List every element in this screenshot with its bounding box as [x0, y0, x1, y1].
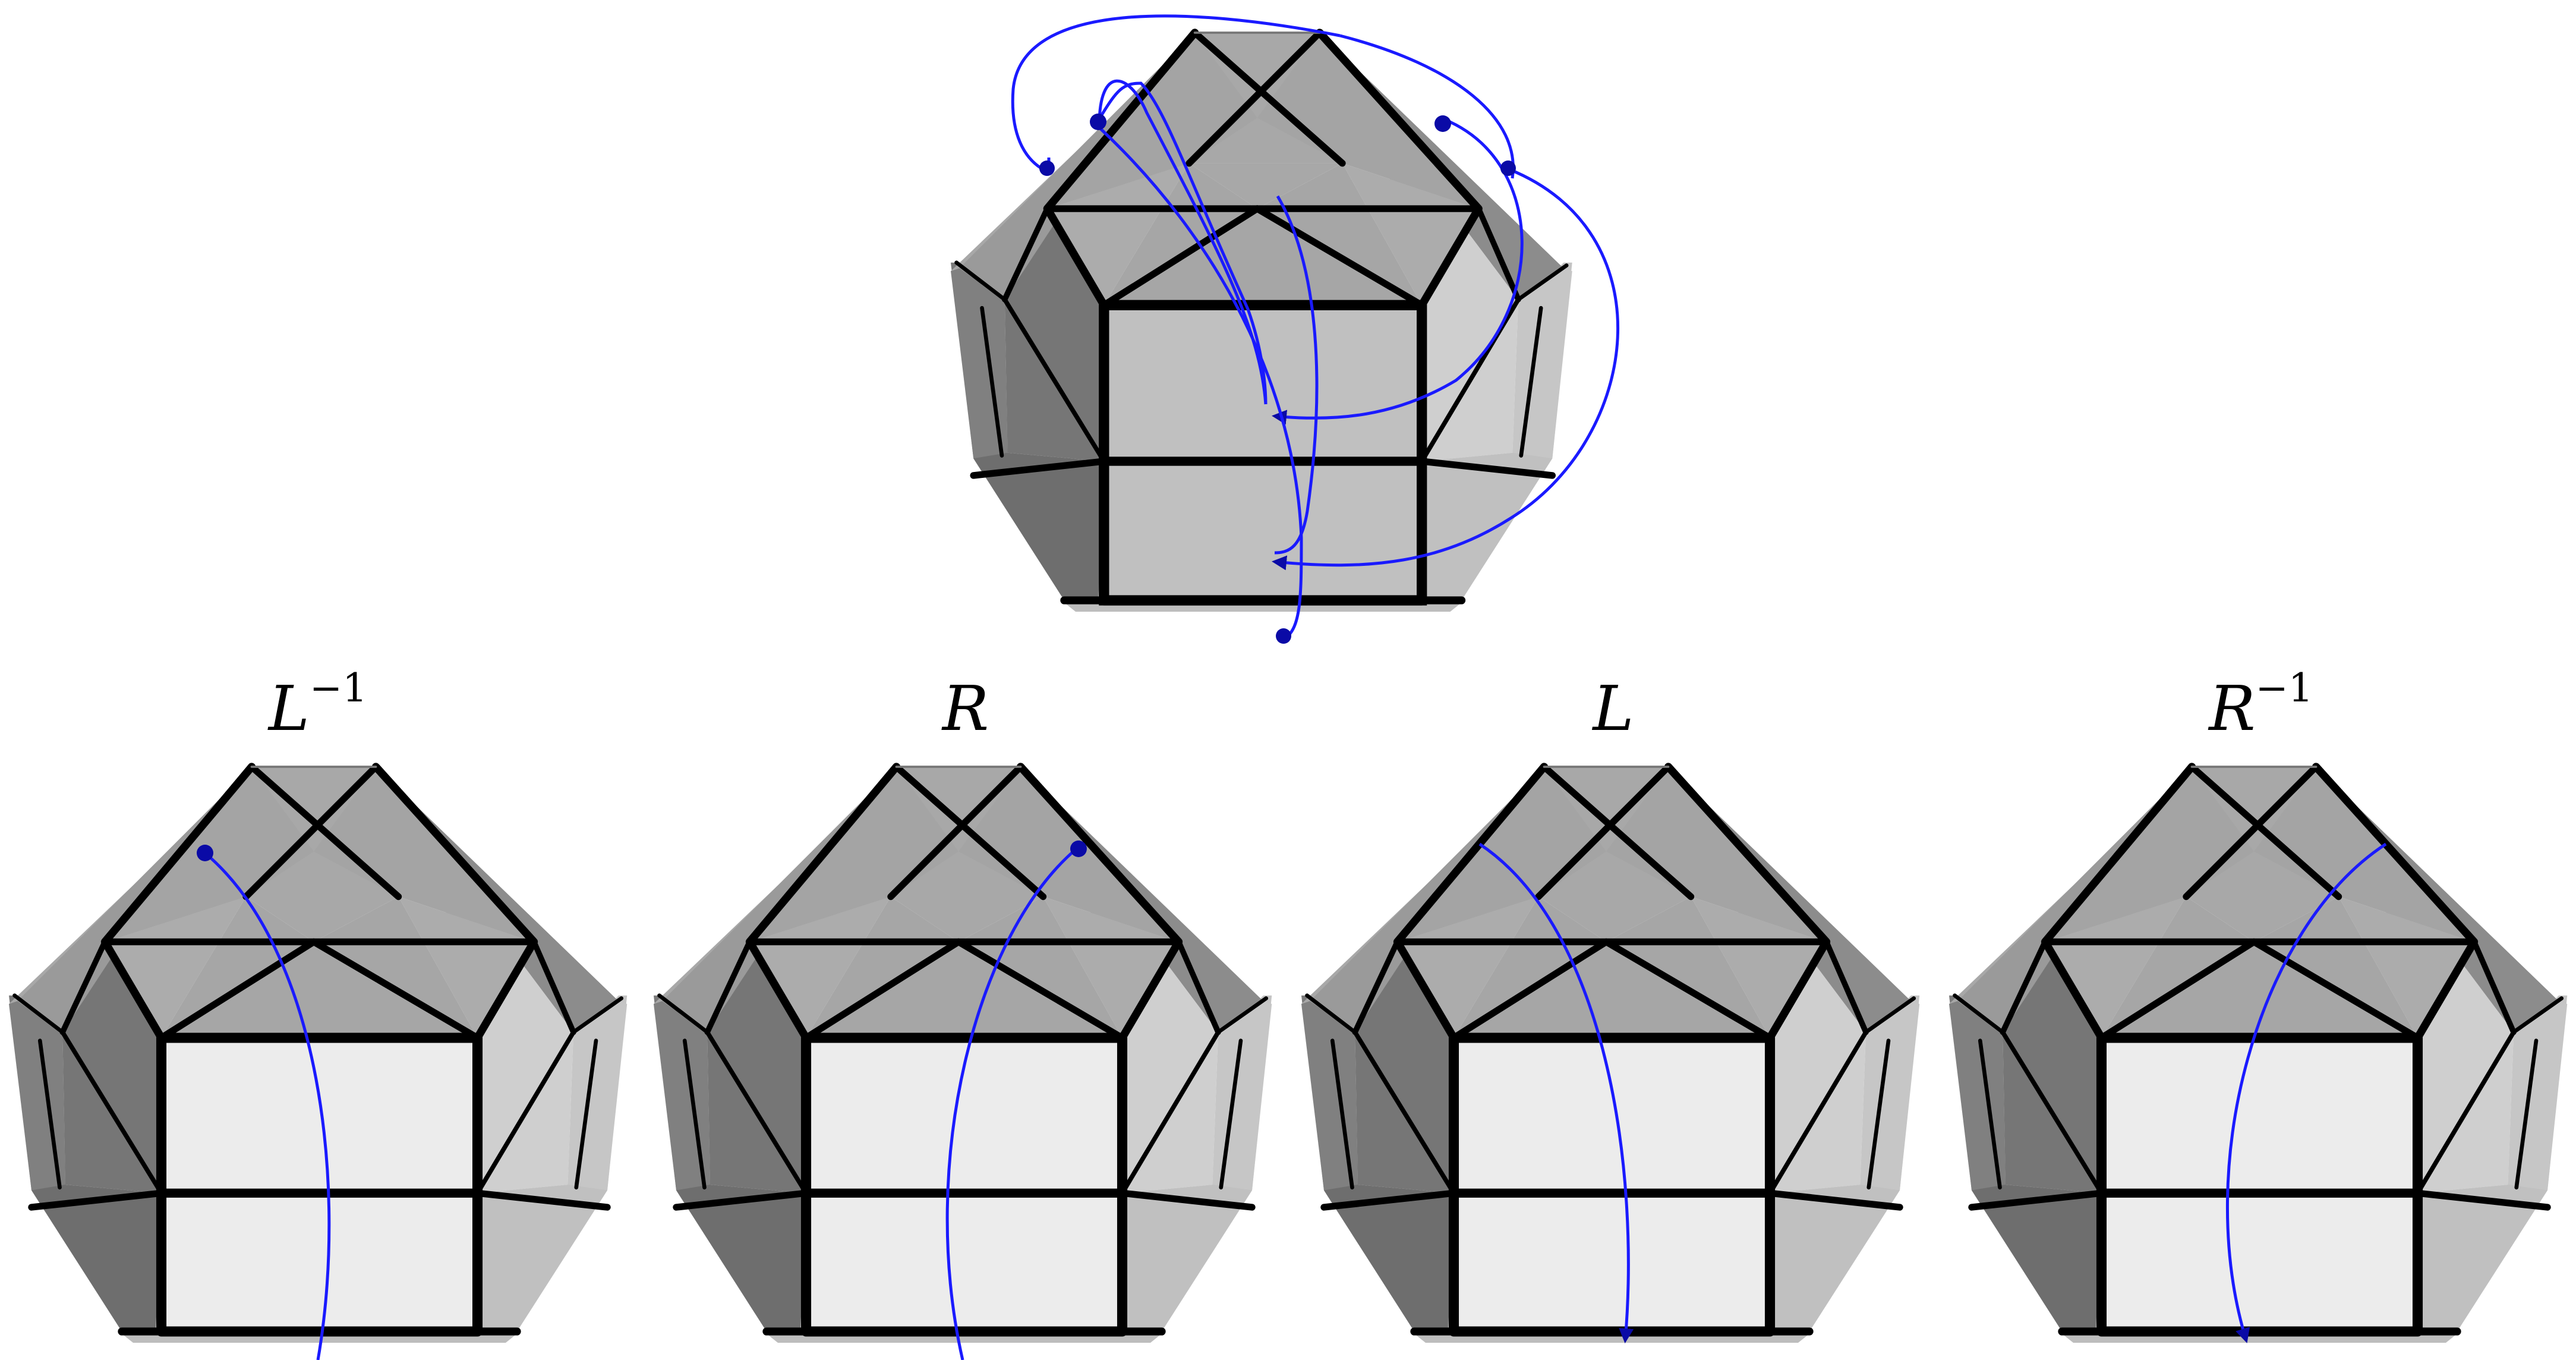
label-r-inverse: R−1: [2209, 665, 2313, 745]
polyhedron-r-inverse: [1949, 767, 2567, 1343]
polyhedron-l-inverse: [9, 767, 627, 1343]
label-l: L: [1593, 672, 1634, 745]
path-l-inverse: [204, 852, 331, 1360]
top-orbit-paths: [1011, 14, 1619, 641]
top-polyhedron: [951, 33, 1572, 612]
path-l: [1478, 842, 1634, 1343]
top-path-dots: [1039, 114, 1516, 644]
polyhedron-l: [1301, 767, 1919, 1343]
path-r-inverse: [2226, 842, 2387, 1343]
label-r: R: [942, 672, 989, 745]
path-r: [945, 846, 1080, 1360]
dot-r: [1070, 840, 1087, 857]
polyhedron-r: [654, 767, 1272, 1343]
dot-l-inverse: [197, 845, 213, 861]
label-l-inverse: L−1: [268, 665, 368, 745]
